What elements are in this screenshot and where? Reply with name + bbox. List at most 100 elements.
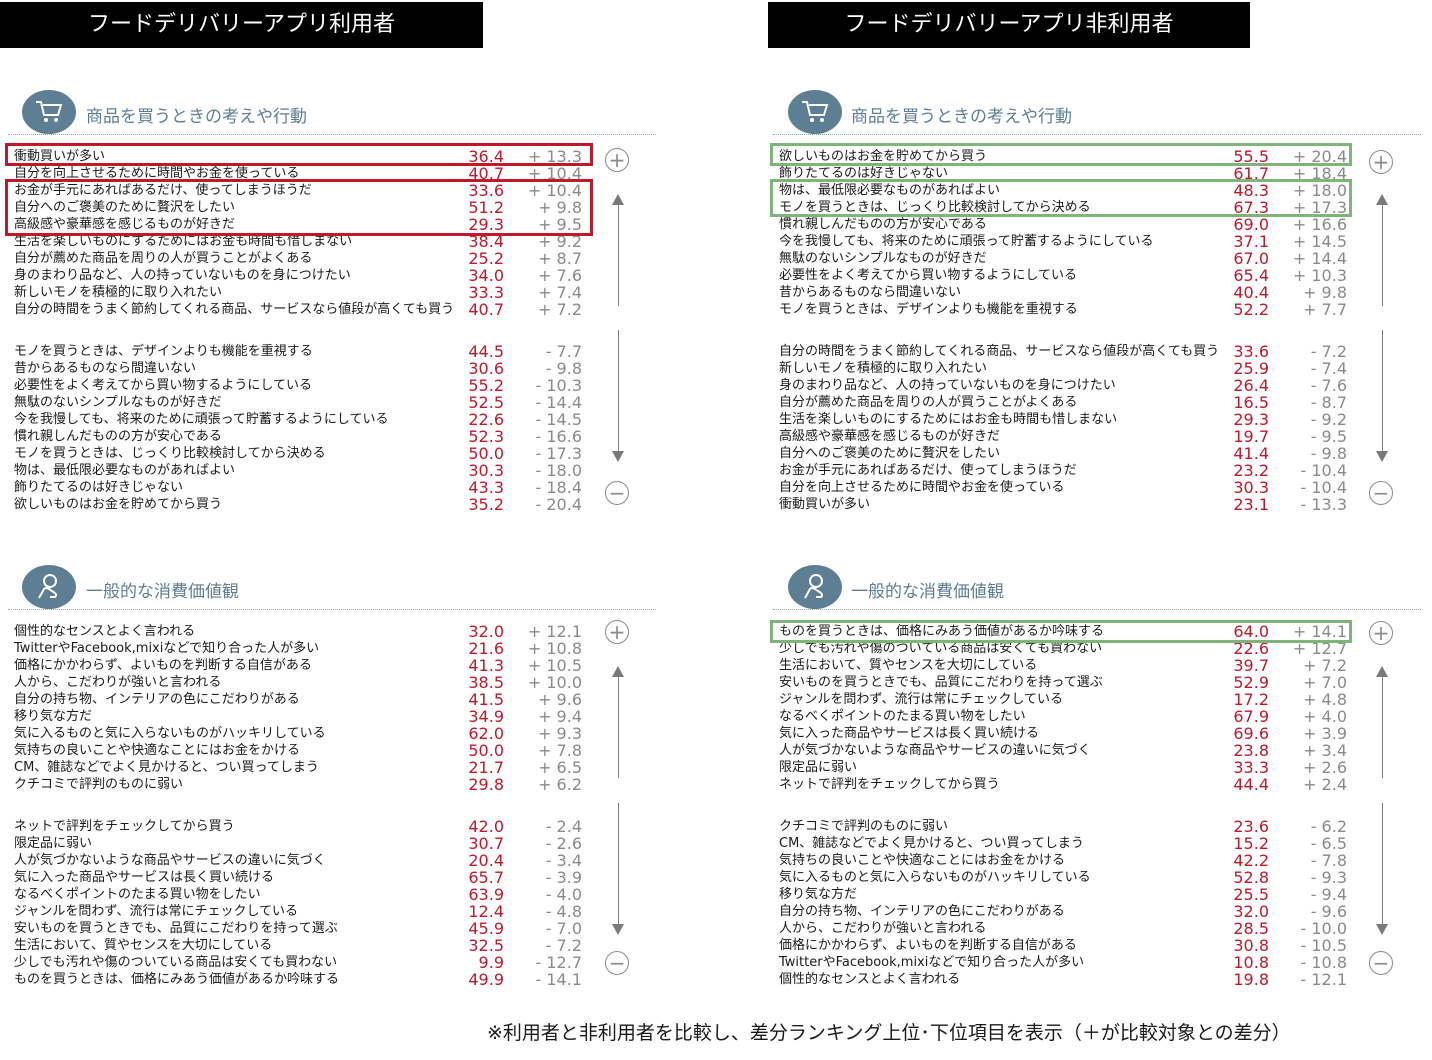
row-diff: - 7.8	[1310, 851, 1347, 870]
row-value: 35.2	[468, 495, 504, 514]
row-label: 飾りたてるのは好きじゃない	[779, 166, 949, 181]
row-label: 安いものを買うときでも、品質にこだわりを持って選ぶ	[14, 921, 338, 936]
row-label: 無駄のないシンプルなものが好きだ	[14, 395, 222, 410]
row-diff: - 10.5	[1300, 936, 1347, 955]
row-diff: + 20.4	[1292, 147, 1347, 166]
arrow-up-icon	[612, 666, 624, 677]
row-value: 62.0	[468, 724, 504, 743]
row-label: なるべくポイントのたまる買い物をしたい	[779, 709, 1026, 724]
row-diff: + 7.0	[1303, 673, 1347, 692]
row-value: 23.1	[1233, 495, 1269, 514]
row-diff: - 10.4	[1300, 461, 1347, 480]
row-value: 41.5	[468, 690, 504, 709]
row-label: 気持ちの良いことや快適なことにはお金をかける	[14, 743, 301, 758]
arrow-up-icon	[612, 194, 624, 205]
highlight-box	[770, 179, 1352, 217]
row-label: 今を我慢しても、将来のために頑張って貯蓄するようにしている	[779, 234, 1154, 249]
row-diff: + 10.0	[527, 673, 582, 692]
arrow-down-icon	[1376, 451, 1388, 462]
row-value: 9.9	[478, 953, 504, 972]
row-diff: + 9.4	[538, 707, 582, 726]
row-value: 39.7	[1233, 656, 1269, 675]
row-value: 52.3	[468, 427, 504, 446]
row-value: 50.0	[468, 444, 504, 463]
row-diff: + 3.4	[1303, 741, 1347, 760]
row-label: 高級感や豪華感を感じるものが好きだ	[14, 217, 236, 232]
divider	[773, 609, 1421, 610]
row-value: 30.3	[468, 461, 504, 480]
row-value: 30.8	[1233, 936, 1269, 955]
row-diff: - 9.3	[1310, 868, 1347, 887]
row-label: ものを買うときは、価格にみあう価値があるか吟味する	[779, 624, 1105, 639]
row-label: 移り気な方だ	[14, 709, 93, 724]
highlight-box	[770, 620, 1352, 643]
row-diff: + 9.2	[538, 232, 582, 251]
hand-coin-icon	[788, 565, 842, 609]
row-value: 65.4	[1233, 266, 1269, 285]
row-label: 新しいモノを積極的に取り入れたい	[779, 361, 988, 376]
row-value: 42.2	[1233, 851, 1269, 870]
row-diff: - 9.8	[1310, 444, 1347, 463]
row-value: 33.3	[1233, 758, 1269, 777]
row-value: 29.8	[468, 775, 504, 794]
row-label: 少しでも汚れや傷のついている商品は安くても買わない	[14, 955, 338, 970]
row-label: 飾りたてるのは好きじゃない	[14, 480, 184, 495]
row-diff: - 14.1	[535, 970, 582, 989]
row-label: 昔からあるものなら間違いない	[14, 361, 197, 376]
row-value: 52.9	[1233, 673, 1269, 692]
row-diff: + 10.5	[527, 656, 582, 675]
row-label: 生活において、質やセンスを大切にしている	[779, 658, 1038, 673]
row-diff: + 12.1	[527, 622, 582, 641]
row-value: 12.4	[468, 902, 504, 921]
row-label: 生活を楽しいものにするためにはお金も時間も惜しまない	[14, 234, 353, 249]
section-title: 一般的な消費価値観	[851, 582, 1004, 602]
section-title: 商品を買うときの考えや行動	[851, 107, 1072, 127]
row-diff: - 9.4	[1310, 885, 1347, 904]
row-value: 40.4	[1233, 283, 1269, 302]
row-diff: - 7.6	[1310, 376, 1347, 395]
row-diff: - 17.3	[535, 444, 582, 463]
row-label: モノを買うときは、デザインよりも機能を重視する	[779, 302, 1078, 317]
row-value: 44.5	[468, 342, 504, 361]
row-label: 身のまわり品など、人の持っていないものを身につけたい	[779, 378, 1116, 393]
row-value: 21.7	[468, 758, 504, 777]
row-value: 42.0	[468, 817, 504, 836]
section-title: 一般的な消費価値観	[86, 582, 239, 602]
row-label: ものを買うときは、価格にみあう価値があるか吟味する	[14, 972, 340, 987]
row-value: 41.4	[1233, 444, 1269, 463]
row-label: ジャンルを問わず、流行は常にチェックしている	[779, 692, 1064, 707]
row-value: 41.3	[468, 656, 504, 675]
row-diff: - 13.3	[1300, 495, 1347, 514]
row-value: 33.6	[1233, 342, 1269, 361]
row-diff: - 20.4	[535, 495, 582, 514]
row-label: 移り気な方だ	[779, 887, 858, 902]
row-label: 衝動買いが多い	[779, 497, 871, 512]
row-diff: - 18.4	[535, 478, 582, 497]
row-label: モノを買うときは、デザインよりも機能を重視する	[14, 344, 313, 359]
row-value: 63.9	[468, 885, 504, 904]
plus-circle-icon: +	[605, 148, 629, 172]
